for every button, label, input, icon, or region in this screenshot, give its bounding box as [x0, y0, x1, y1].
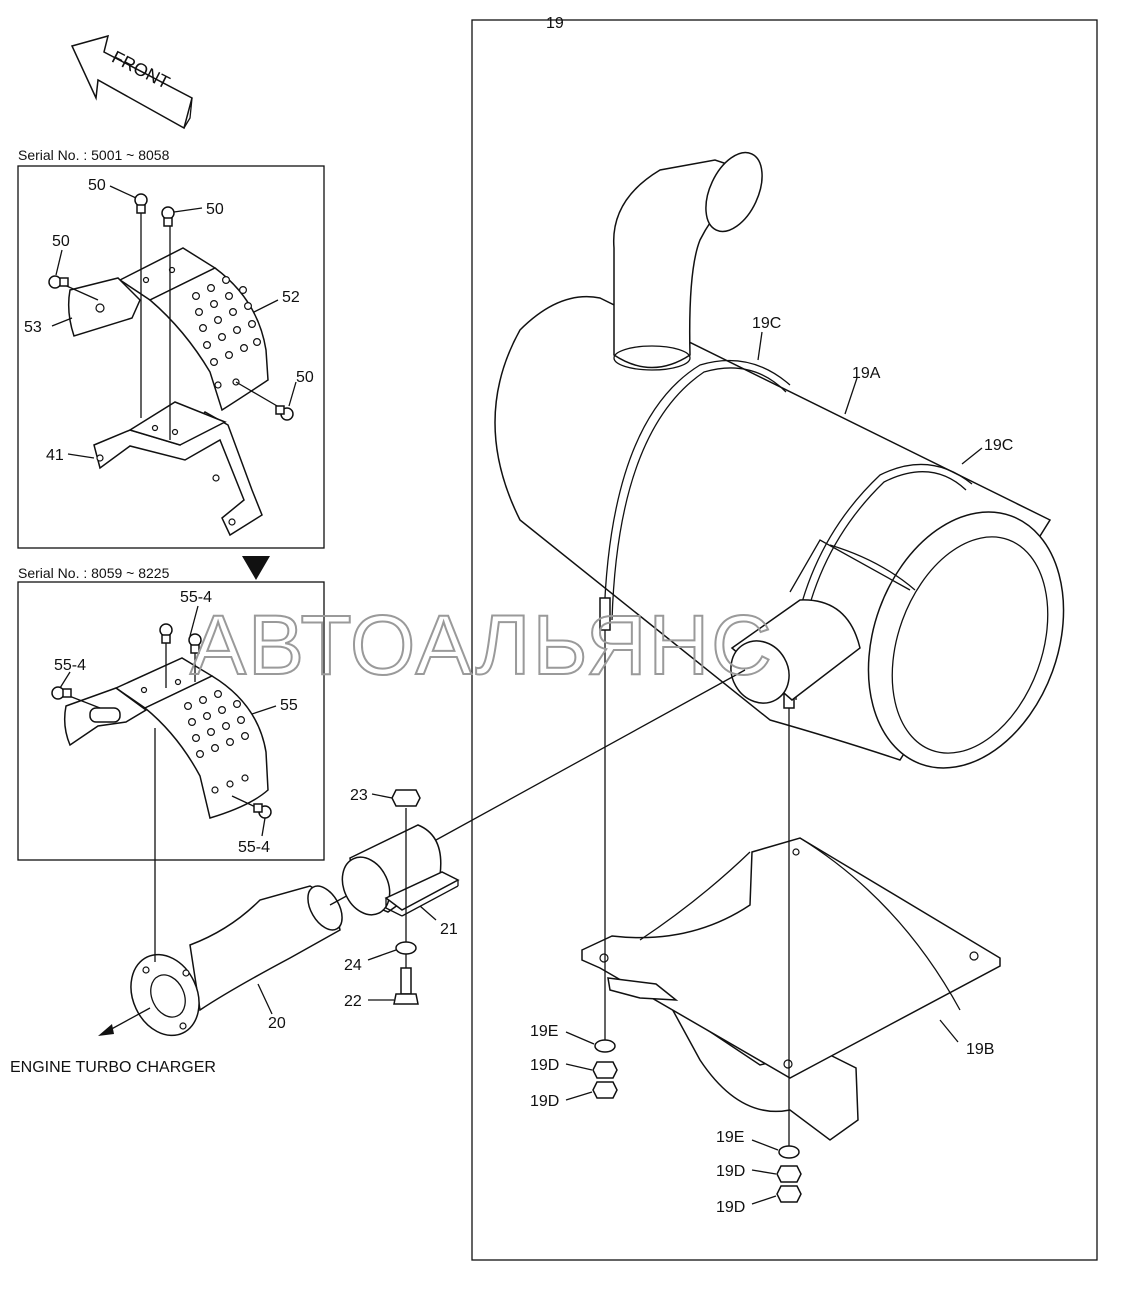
engine-turbo-label: ENGINE TURBO CHARGER [10, 1059, 216, 1076]
label-55-4-a: 55-4 [180, 589, 212, 606]
muffler-assembly-box [471, 19, 1098, 1261]
transition-arrow-icon [242, 556, 270, 580]
flex-pipe-20-drawing [130, 885, 343, 1037]
label-19c-b: 19C [984, 437, 1013, 454]
label-19d-c: 19D [716, 1163, 745, 1180]
label-19d-d: 19D [716, 1199, 745, 1216]
label-52: 52 [282, 289, 300, 306]
label-50-b: 50 [206, 201, 224, 218]
heat-shield-52-drawing [67, 247, 269, 537]
label-19a: 19A [852, 365, 881, 382]
watermark-text: АВТОАЛЬЯНС [190, 598, 774, 692]
serial-box-1 [17, 165, 325, 549]
label-19e-a: 19E [530, 1023, 558, 1040]
label-19e-b: 19E [716, 1129, 744, 1146]
serial-range-1: Serial No. : 5001 ~ 8058 [18, 147, 170, 163]
bolt-50-icons [48, 193, 294, 440]
label-19d-b: 19D [530, 1093, 559, 1110]
label-50-c: 50 [52, 233, 70, 250]
front-arrow-icon: FRONT [70, 34, 193, 130]
clamp-21-drawing [341, 824, 460, 917]
label-50-a: 50 [88, 177, 106, 194]
label-21: 21 [440, 921, 458, 938]
label-19: 19 [546, 15, 564, 32]
shield-52-holes [192, 276, 262, 389]
label-22: 22 [344, 993, 362, 1010]
label-19d-a: 19D [530, 1057, 559, 1074]
label-55-4-c: 55-4 [238, 839, 270, 856]
muffler-19a-drawing [494, 295, 1065, 769]
leader-lines [51, 185, 983, 1205]
label-23: 23 [350, 787, 368, 804]
label-53: 53 [24, 319, 42, 336]
engine-direction-arrow-icon [98, 1007, 151, 1036]
label-19b: 19B [966, 1041, 994, 1058]
label-20: 20 [268, 1015, 286, 1032]
shield-55-holes [184, 689, 250, 794]
label-19c-a: 19C [752, 315, 781, 332]
clamp-centerline [435, 669, 746, 841]
label-50-d: 50 [296, 369, 314, 386]
fasteners-19d-19e [592, 630, 802, 1203]
label-55: 55 [280, 697, 298, 714]
inlet-pipe-stub-drawing [730, 599, 861, 704]
exhaust-stack-pipe-drawing [612, 151, 763, 371]
serial-box-2 [17, 581, 325, 861]
bolt-55-4-icons [51, 623, 272, 819]
hardware-22-23-24 [391, 789, 421, 1005]
label-55-4-b: 55-4 [54, 657, 86, 674]
label-41: 41 [46, 447, 64, 464]
label-24: 24 [344, 957, 362, 974]
support-bracket-19b-drawing [581, 837, 1001, 1141]
part-labels: 19 50 50 50 52 53 50 41 55-4 55-4 55 55-… [10, 15, 1013, 1216]
serial-range-2: Serial No. : 8059 ~ 8225 [18, 565, 170, 581]
